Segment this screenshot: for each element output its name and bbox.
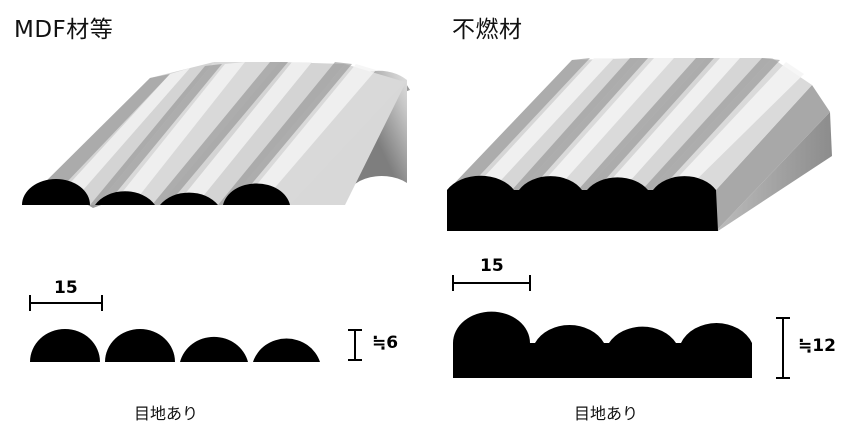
side-face — [716, 112, 832, 231]
nf-front-profile — [447, 175, 718, 231]
mdf-front-profile — [22, 179, 290, 205]
nf-height-label: ≒12 — [798, 336, 836, 356]
mdf-3d-panel — [22, 62, 410, 208]
nf-caption: 目地あり — [574, 404, 639, 423]
nf-width-label: 15 — [480, 256, 504, 276]
mdf-cross-section — [29, 295, 362, 362]
nonflammable-3d-panel — [447, 58, 832, 231]
nf-cross-section — [452, 275, 790, 379]
mdf-width-label: 15 — [54, 278, 78, 298]
mdf-height-label: ≒6 — [372, 333, 399, 353]
nf-section-profile — [453, 311, 752, 378]
title-nonflammable: 不燃材 — [452, 17, 523, 43]
title-mdf: MDF材等 — [14, 17, 114, 43]
side-edge — [716, 85, 830, 231]
mdf-caption: 目地あり — [134, 404, 199, 423]
mdf-section-profile — [30, 329, 320, 362]
